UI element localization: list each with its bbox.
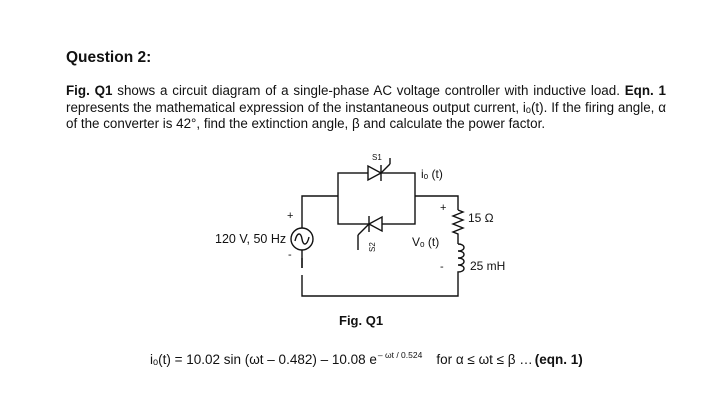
problem-sentence-2: represents the mathematical expression o… [66,99,666,132]
equation-1: iₒ(t) = 10.02 sin (ωt – 0.482) – 10.08 e… [150,350,583,367]
thyristor-s1 [367,158,391,182]
inductor-label: 25 mH [470,259,505,273]
figure-caption: Fig. Q1 [339,313,383,328]
output-plus-sign: + [440,202,446,214]
problem-statement: Fig. Q1 shows a circuit diagram of a sin… [66,83,666,133]
inductor [457,243,465,275]
ac-source [290,220,314,268]
source-minus-sign: - [288,249,292,261]
equation-tag: (eqn. 1) [534,352,583,367]
source-label: 120 V, 50 Hz [215,232,286,246]
equation-condition: for α ≤ ωt ≤ β … [436,352,533,367]
thyristor-s2-label: S2 [368,242,377,252]
output-voltage-label: Vₒ (t) [412,235,439,249]
thyristor-s1-label: S1 [372,153,382,162]
problem-sentence-1: shows a circuit diagram of a single-phas… [112,83,620,98]
fig-reference: Fig. Q1 [66,83,113,98]
thyristor-s2 [357,215,383,250]
resistor-label: 15 Ω [468,211,494,225]
output-minus-sign: - [440,261,444,273]
equation-main: iₒ(t) = 10.02 sin (ωt – 0.482) – 10.08 e [150,352,377,367]
current-label: iₒ (t) [421,167,443,181]
equation-exponent: – ωt / 0.524 [377,350,423,360]
question-heading: Question 2: [66,49,152,66]
eqn-reference: Eqn. 1 [624,83,666,98]
resistor [451,209,465,244]
source-plus-sign: + [287,210,293,222]
